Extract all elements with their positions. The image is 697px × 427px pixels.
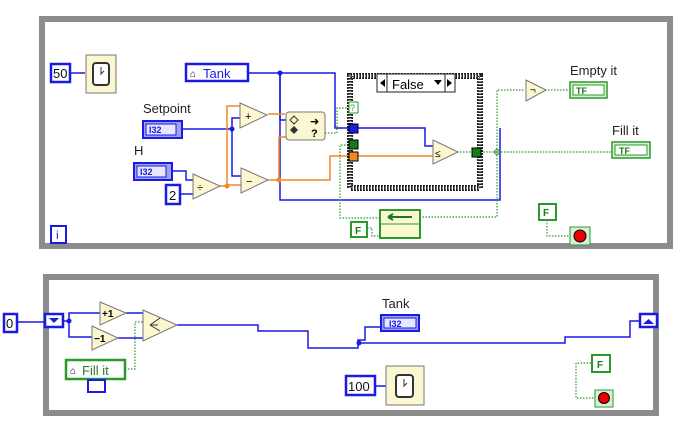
wire-junction xyxy=(66,318,72,324)
svg-text:+: + xyxy=(245,111,251,123)
left-arrow-icon xyxy=(380,79,385,87)
svg-text:i: i xyxy=(56,228,59,242)
svg-text:F: F xyxy=(355,226,361,237)
top-iteration-terminal: i xyxy=(50,225,67,244)
wire-junction xyxy=(224,183,230,189)
home-icon: ⌂ xyxy=(70,366,76,377)
feedback-init-constant[interactable]: F xyxy=(350,221,368,238)
svg-text:?: ? xyxy=(311,128,318,140)
svg-text:+1: +1 xyxy=(102,309,114,320)
output-tunnel xyxy=(471,147,482,158)
top-int-wires xyxy=(70,72,501,201)
empty-it-indicator[interactable]: TF xyxy=(569,81,608,99)
top-double-wires xyxy=(220,105,433,187)
wire-junction xyxy=(276,177,282,183)
shift-register-right[interactable] xyxy=(638,312,659,329)
top-bool-wires xyxy=(325,89,612,237)
svg-text:F: F xyxy=(597,360,603,371)
svg-text:I32: I32 xyxy=(149,125,162,135)
feedback-node[interactable] xyxy=(379,209,421,239)
svg-text:100: 100 xyxy=(348,379,370,394)
decrement-function[interactable]: −1 xyxy=(91,325,120,351)
wire-junction xyxy=(356,340,362,346)
svg-text:−1: −1 xyxy=(94,334,106,345)
home-icon: ⌂ xyxy=(190,69,196,80)
shift-register-left[interactable] xyxy=(43,312,65,329)
stop-icon xyxy=(598,392,610,404)
svg-text:TF: TF xyxy=(576,86,587,96)
svg-text:➜: ➜ xyxy=(310,116,319,128)
svg-text:50: 50 xyxy=(53,66,67,81)
wire-junction xyxy=(229,126,235,132)
fill-it-indicator[interactable]: TF xyxy=(611,141,651,159)
not-function[interactable]: ¬ xyxy=(525,79,548,102)
divisor-constant[interactable]: 2 xyxy=(164,183,182,206)
svg-text:−: − xyxy=(246,176,252,188)
empty-it-label: Empty it xyxy=(570,63,617,78)
tank-label: Tank xyxy=(382,296,410,311)
svg-text:Tank: Tank xyxy=(203,66,231,81)
top-loop-condition[interactable] xyxy=(569,226,591,246)
in-range-and-coerce-function[interactable]: ➜ ? xyxy=(285,111,326,141)
svg-text:2: 2 xyxy=(169,188,176,203)
fill-it-label: Fill it xyxy=(612,123,639,138)
svg-text:I32: I32 xyxy=(389,319,402,329)
h-control[interactable]: I32 xyxy=(133,162,173,181)
divide-function[interactable]: ÷ xyxy=(192,173,222,200)
bottom-wait-function[interactable] xyxy=(385,365,425,406)
subtract-function[interactable]: − xyxy=(240,167,270,194)
select-function[interactable] xyxy=(142,309,179,342)
initial-value-constant[interactable]: 0 xyxy=(2,312,19,334)
top-while-loop[interactable] xyxy=(39,16,673,249)
svg-text:?: ? xyxy=(350,103,355,113)
bottom-loop-condition[interactable] xyxy=(594,389,614,408)
fill-it-local-variable[interactable]: ⌂ Fill it xyxy=(64,358,127,381)
case-structure[interactable] xyxy=(347,73,483,191)
add-function[interactable]: + xyxy=(239,102,269,129)
svg-text:F: F xyxy=(543,208,549,219)
bottom-stop-constant[interactable]: F xyxy=(591,354,611,373)
wait-constant[interactable]: 50 xyxy=(49,62,72,84)
h-label: H xyxy=(134,143,143,158)
svg-text:Fill it: Fill it xyxy=(82,363,109,378)
int-tunnel xyxy=(348,123,359,134)
setpoint-label: Setpoint xyxy=(143,101,191,116)
increment-function[interactable]: +1 xyxy=(99,301,128,326)
svg-text:÷: ÷ xyxy=(197,182,203,194)
svg-text:¬: ¬ xyxy=(530,85,536,96)
selector-tunnel: ? xyxy=(348,101,359,114)
top-stop-constant[interactable]: F xyxy=(538,203,557,221)
wire-junction xyxy=(494,149,500,155)
wait-constant-100[interactable]: 100 xyxy=(344,374,377,397)
chevron-down-icon xyxy=(434,80,442,85)
right-arrow-icon xyxy=(447,79,452,87)
double-tunnel xyxy=(348,151,359,162)
svg-text:≤: ≤ xyxy=(435,149,441,160)
wait-ms-function[interactable] xyxy=(85,54,117,94)
less-or-equal-function[interactable]: ≤ xyxy=(432,139,460,165)
case-selector[interactable]: False xyxy=(376,73,456,93)
iteration-terminal xyxy=(87,379,106,393)
tank-local-variable[interactable]: ⌂ Tank xyxy=(184,62,250,83)
left-arrow-icon xyxy=(387,213,412,221)
svg-text:False: False xyxy=(392,77,424,92)
bottom-wires xyxy=(17,312,641,399)
stop-icon xyxy=(573,229,587,243)
up-arrow-icon xyxy=(643,319,654,324)
wire-junction xyxy=(277,70,283,76)
svg-text:0: 0 xyxy=(6,316,13,331)
setpoint-control[interactable]: I32 xyxy=(142,120,183,139)
bool-tunnel xyxy=(348,139,359,150)
bottom-while-loop[interactable] xyxy=(43,274,659,416)
down-arrow-icon xyxy=(49,318,59,323)
svg-text:TF: TF xyxy=(619,146,630,156)
tank-indicator[interactable]: I32 xyxy=(380,314,420,332)
svg-text:I32: I32 xyxy=(140,167,153,177)
